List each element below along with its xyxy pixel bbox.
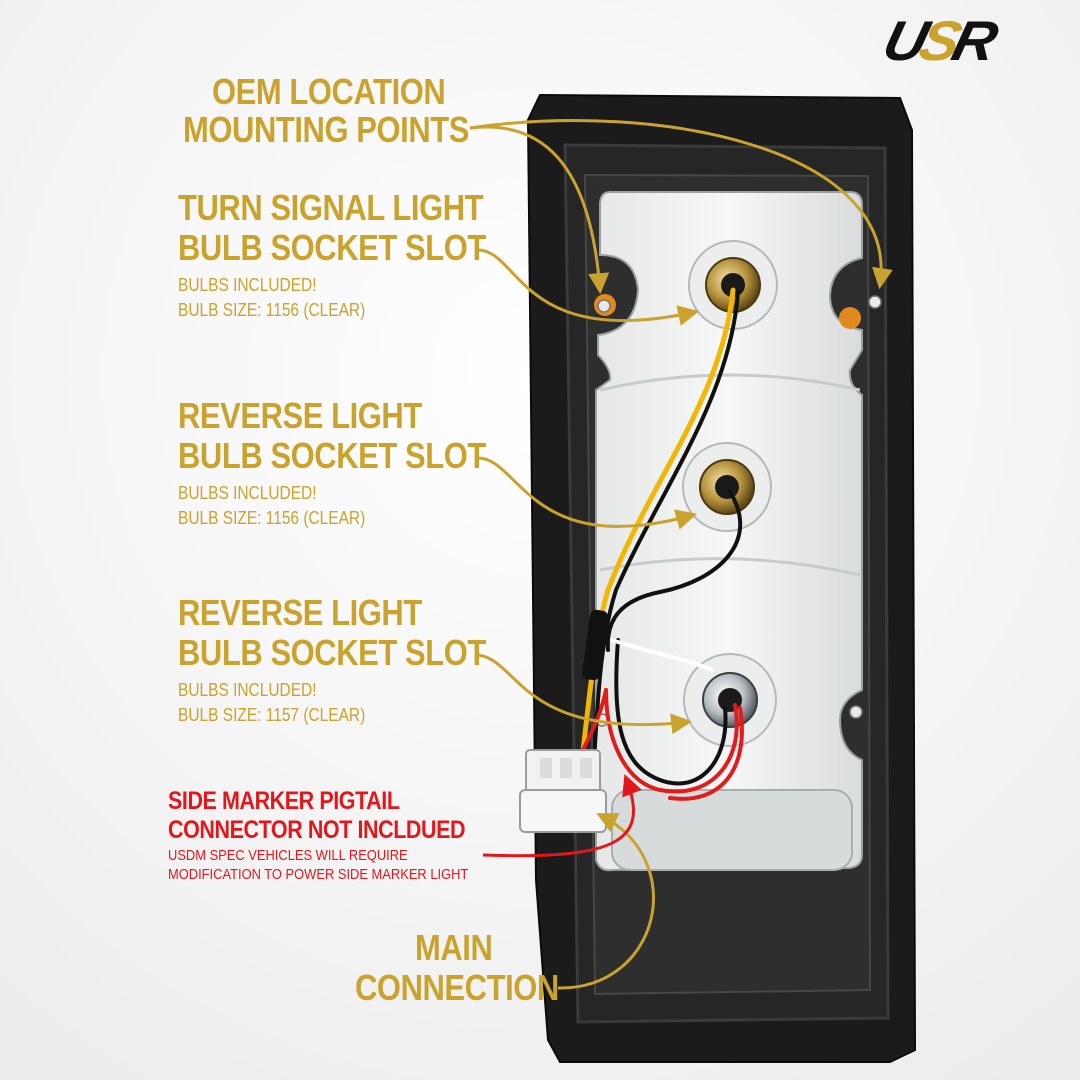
reverse-lower-title-line1: REVERSE LIGHT xyxy=(178,592,422,633)
lens-section-divider xyxy=(599,557,861,577)
main-connection-title-line2: CONNECTION xyxy=(355,967,559,1008)
mounting-points-title-line2: MOUNTING POINTS xyxy=(183,109,469,150)
side-marker-title-line1: SIDE MARKER PIGTAIL xyxy=(168,787,400,815)
mounting-point-right xyxy=(839,295,882,329)
reverse-upper-title-line1: REVERSE LIGHT xyxy=(178,395,422,436)
side-marker-note1: USDM SPEC VEHICLES WILL REQUIRE xyxy=(168,847,408,864)
reverse-lower-title-line2: BULB SOCKET SLOT xyxy=(178,632,486,673)
reverse-upper-socket xyxy=(682,442,772,532)
mounting-points-title-line1: OEM LOCATION xyxy=(212,71,446,112)
wiring-harness xyxy=(573,287,744,801)
side-marker-title-line2: CONNECTOR NOT INCLDUED xyxy=(168,816,466,844)
turn-signal-socket xyxy=(688,240,778,330)
main-connector xyxy=(519,749,607,833)
side-marker-note2: MODIFICATION TO POWER SIDE MARKER LIGHT xyxy=(168,866,469,883)
reverse-upper-note1: BULBS INCLUDED! xyxy=(178,483,317,503)
usr-logo: USR xyxy=(877,8,998,73)
reverse-lower-socket xyxy=(683,653,777,747)
reverse-lower-note1: BULBS INCLUDED! xyxy=(178,680,317,700)
turn-signal-title-line1: TURN SIGNAL LIGHT xyxy=(178,187,484,228)
reverse-upper-note2: BULB SIZE: 1156 (CLEAR) xyxy=(178,508,366,528)
reverse-lower-note2: BULB SIZE: 1157 (CLEAR) xyxy=(178,705,366,725)
lens-lower-tab xyxy=(611,789,853,871)
main-connection-title-line1: MAIN xyxy=(415,927,493,968)
turn-signal-note1: BULBS INCLUDED! xyxy=(178,275,317,295)
turn-signal-title-line2: BULB SOCKET SLOT xyxy=(178,227,486,268)
mounting-point-left xyxy=(594,294,616,316)
lens-section-divider xyxy=(599,373,861,392)
mounting-point-lower-right xyxy=(849,705,863,719)
callout-arrows xyxy=(469,119,893,990)
turn-signal-note2: BULB SIZE: 1156 (CLEAR) xyxy=(178,300,366,320)
reverse-upper-title-line2: BULB SOCKET SLOT xyxy=(178,435,486,476)
